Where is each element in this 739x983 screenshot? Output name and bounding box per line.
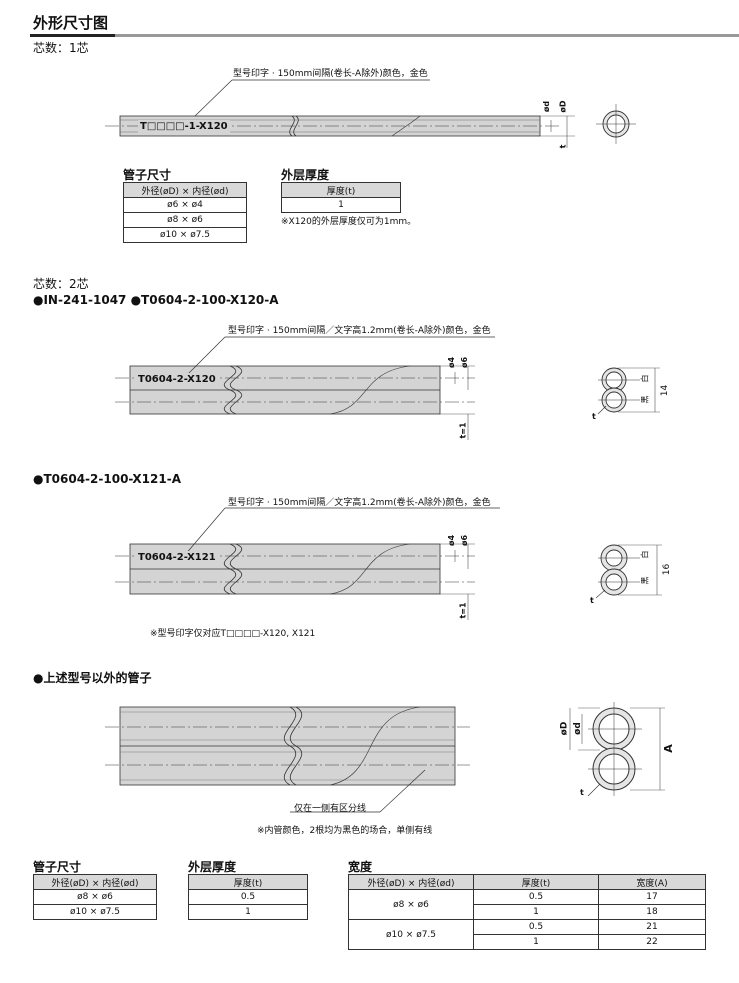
s3-dim-6: ø6	[460, 534, 470, 547]
s4-width-thick: 0.5	[473, 919, 599, 935]
s2-dim-4: ø4	[447, 356, 457, 369]
s1-thick-table: 厚度(t) 1	[281, 182, 401, 213]
s1-tube-table-header: 外径(øD) × 内径(ød)	[123, 182, 247, 198]
s4-width-value: 17	[598, 889, 706, 905]
s2-models: ●IN-241-1047 ●T0604-2-100-X120-A	[33, 293, 279, 307]
s2-dim-6: ø6	[460, 356, 470, 369]
s1-cores-label: 芯数：1芯	[33, 41, 89, 55]
s3-model: ●T0604-2-100-X121-A	[33, 472, 181, 486]
s4-dim-A: A	[661, 744, 675, 753]
s1-tube-print: T□□□□-1-X120	[138, 120, 230, 133]
s1-thick-table-header: 厚度(t)	[281, 182, 401, 198]
s4-width-value: 18	[598, 904, 706, 920]
s3-white-label: 白	[640, 550, 650, 559]
s4-dim-d: ød	[572, 722, 583, 735]
s4-note: ※内管颜色，2根均为黑色的场合，单侧有线	[257, 826, 433, 836]
s4-width-header-size: 外径(øD) × 内径(ød)	[348, 874, 474, 890]
s1-tube-table-title: 管子尺寸	[123, 168, 172, 182]
s4-width-header-thick: 厚度(t)	[473, 874, 599, 890]
s2-width-label: 14	[660, 384, 671, 397]
s4-width-header-width: 宽度(A)	[598, 874, 706, 890]
s4-width-thick: 1	[473, 934, 599, 950]
s1-dim-d: ød	[542, 100, 552, 113]
s2-t-side-label: t	[592, 412, 596, 421]
s4-title: ●上述型号以外的管子	[33, 671, 152, 685]
header-rule-accent	[30, 34, 115, 37]
s2-cores-label: 芯数：2芯	[33, 277, 89, 291]
s4-thick-table-title: 外层厚度	[188, 860, 237, 874]
s4-tube-row: ø10 × ø7.5	[33, 904, 157, 920]
s3-note: ※型号印字仅对应T□□□□-X120, X121	[150, 629, 316, 639]
s3-callout: 型号印字 · 150mm间隔／文字高1.2mm(卷长-A除外)颜色，金色	[228, 498, 491, 508]
s4-tube-row: ø8 × ø6	[33, 889, 157, 905]
s4-tube-table: 外径(øD) × 内径(ød) ø8 × ø6 ø10 × ø7.5	[33, 874, 157, 920]
s4-width-table: 外径(øD) × 内径(ød) 厚度(t) 宽度(A) ø8 × ø6 0.5 …	[348, 874, 706, 950]
s4-tube-table-header: 外径(øD) × 内径(ød)	[33, 874, 157, 890]
s3-width-label: 16	[662, 563, 673, 576]
s1-note: ※X120的外层厚度仅可为1mm。	[281, 217, 417, 227]
s1-thick-row: 1	[281, 197, 401, 213]
s4-width-thick: 0.5	[473, 889, 599, 905]
s1-tube-row: ø10 × ø7.5	[123, 227, 247, 243]
s3-tube-print: T0604-2-X121	[136, 551, 218, 564]
s1-dim-t: t	[558, 144, 568, 149]
s3-t-side-label: t	[590, 596, 594, 605]
s1-tube-drawing	[105, 79, 636, 148]
s4-width-value: 22	[598, 934, 706, 950]
s2-dim-t: t=1	[458, 422, 468, 439]
s4-thick-table-header: 厚度(t)	[188, 874, 308, 890]
s4-thick-row: 1	[188, 904, 308, 920]
s4-thick-table: 厚度(t) 0.5 1	[188, 874, 308, 920]
s4-width-thick: 1	[473, 904, 599, 920]
s1-thick-table-title: 外层厚度	[281, 168, 330, 182]
s4-thick-row: 0.5	[188, 889, 308, 905]
s4-dim-D: øD	[559, 721, 570, 736]
s4-t-side-label: t	[580, 788, 584, 797]
s4-width-size: ø10 × ø7.5	[348, 919, 474, 950]
s2-white-label: 白	[640, 374, 650, 383]
s1-dim-D: øD	[558, 100, 568, 113]
s4-width-size: ø8 × ø6	[348, 889, 474, 920]
s2-black-label: 黑	[640, 395, 650, 404]
s1-tube-row: ø6 × ø4	[123, 197, 247, 213]
s1-tube-row: ø8 × ø6	[123, 212, 247, 228]
s3-dim-t: t=1	[458, 602, 468, 619]
s4-width-table-title: 宽度	[348, 860, 373, 874]
s2-callout: 型号印字 · 150mm间隔／文字高1.2mm(卷长-A除外)颜色，金色	[228, 326, 491, 336]
s3-tube-drawing	[115, 507, 662, 620]
s4-width-value: 21	[598, 919, 706, 935]
s2-tube-print: T0604-2-X120	[136, 373, 218, 386]
s3-black-label: 黑	[640, 576, 650, 585]
s1-callout: 型号印字 · 150mm间隔(卷长-A除外)颜色，金色	[233, 69, 428, 79]
s4-tube-table-title: 管子尺寸	[33, 860, 82, 874]
s1-tube-table: 外径(øD) × 内径(ød) ø6 × ø4 ø8 × ø6 ø10 × ø7…	[123, 182, 247, 243]
header-rule	[30, 34, 739, 37]
s3-dim-4: ø4	[447, 534, 457, 547]
s4-tube-drawing	[105, 702, 665, 813]
s4-callout: 仅在一侧有区分线	[294, 804, 367, 814]
page-title: 外形尺寸图	[33, 14, 109, 32]
s2-tube-drawing	[115, 336, 660, 440]
